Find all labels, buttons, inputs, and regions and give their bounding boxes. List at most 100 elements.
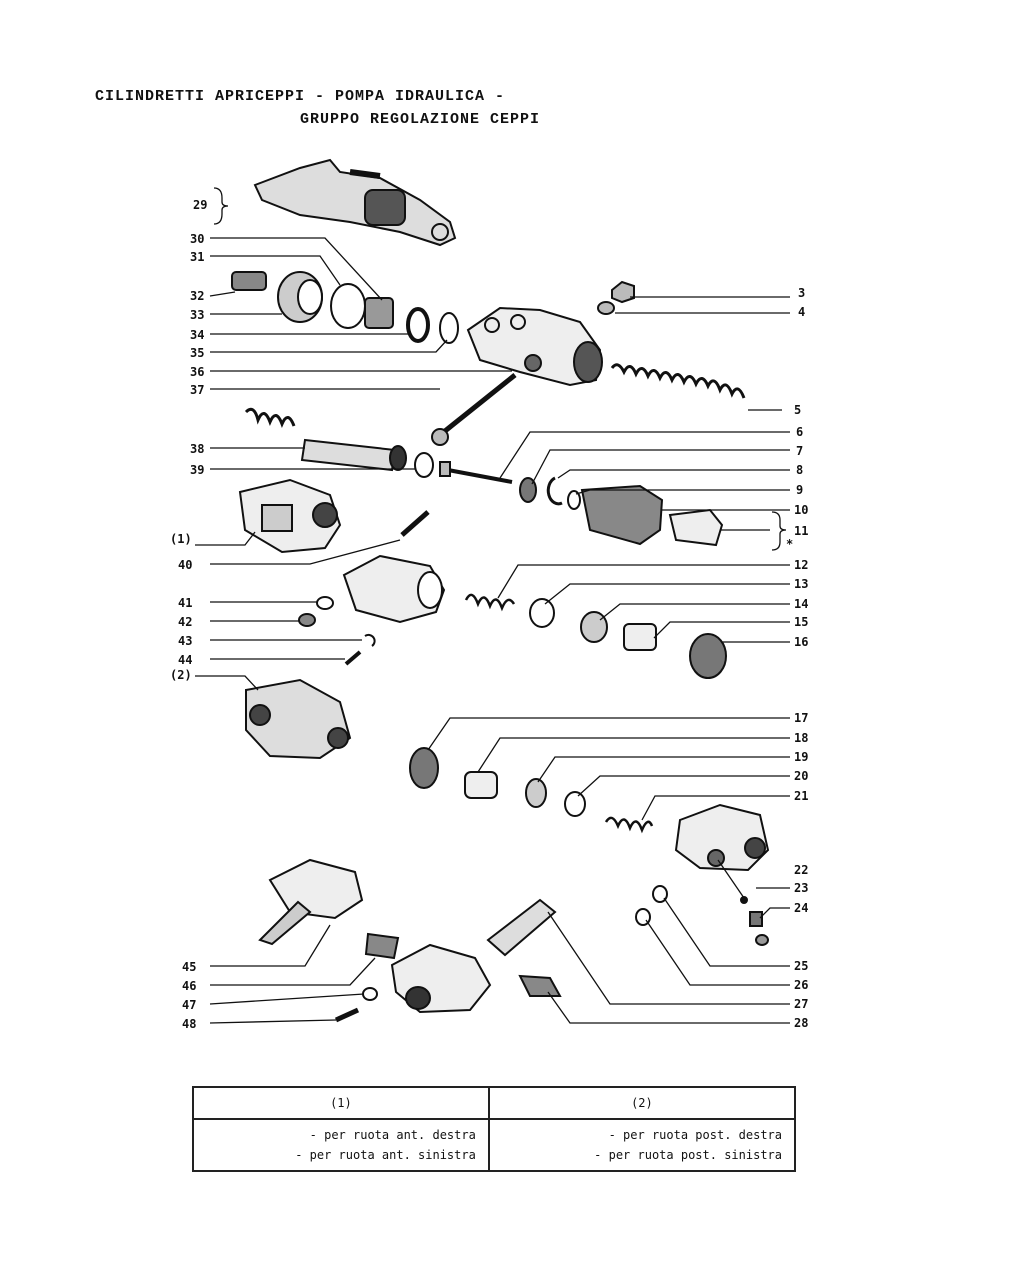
callout-39: 39: [190, 463, 204, 477]
part-12-spring: [464, 593, 516, 612]
callout-26: 26: [794, 978, 808, 992]
callout-48: 48: [182, 1017, 196, 1031]
adjuster-bracket: [390, 943, 492, 1014]
part-44-screw: [344, 650, 362, 666]
part-9-ring: [567, 490, 581, 510]
callout-star: *: [786, 537, 793, 551]
callout-11: 11: [794, 524, 808, 538]
callout-46: 46: [182, 979, 196, 993]
callout-24: 24: [794, 901, 808, 915]
part-35-ring: [439, 312, 459, 344]
callout-14: 14: [794, 597, 808, 611]
callout-22: 22: [794, 863, 808, 877]
part-28-shoe: [518, 974, 562, 997]
variant-legend-table: (1) (2) - per ruota ant. destra - per ru…: [192, 1086, 797, 1172]
callout-leader-lines: [195, 187, 790, 1024]
callout-35: 35: [190, 346, 204, 360]
callout-33: 33: [190, 308, 204, 322]
callout-8: 8: [796, 463, 803, 477]
part-47-washer: [362, 987, 378, 1001]
part-48-screw: [334, 1007, 360, 1023]
part-18-piston: [464, 771, 498, 799]
callout-15: 15: [794, 615, 808, 629]
part-29-pump-assembly: [253, 158, 457, 247]
part-25-washer: [652, 885, 668, 903]
callout-32: 32: [190, 289, 204, 303]
part-27-cam-bolt: [486, 898, 557, 957]
legend-front-right: - per ruota ant. destra: [309, 1128, 476, 1142]
part-10-boot: [580, 484, 664, 546]
callout-13: 13: [794, 577, 808, 591]
callout-1-paren: (1): [170, 532, 192, 546]
legend-rear-right: - per ruota post. destra: [608, 1128, 782, 1142]
callout-30: 30: [190, 232, 204, 246]
part-16-dust-cover: [689, 633, 727, 679]
diagram-title-line-1: CILINDRETTI APRICEPPI - POMPA IDRAULICA …: [95, 88, 506, 105]
part-38-spring: [244, 407, 296, 429]
part-33-plug: [277, 271, 323, 323]
callout-17: 17: [794, 711, 808, 725]
part-19-seal: [525, 778, 547, 808]
callout-36: 36: [190, 365, 204, 379]
part-26-washer: [635, 908, 651, 926]
part-40-bolt: [400, 510, 430, 537]
callout-40: 40: [178, 558, 192, 572]
callout-43: 43: [178, 634, 192, 648]
callout-5: 5: [794, 403, 801, 417]
callout-25: 25: [794, 959, 808, 973]
callout-10: 10: [794, 503, 808, 517]
part-21-spring: [604, 816, 654, 834]
callout-2-paren: (2): [170, 668, 192, 682]
callout-28: 28: [794, 1016, 808, 1030]
callout-20: 20: [794, 769, 808, 783]
part-43-clip: [364, 633, 376, 647]
part-34-seal: [406, 307, 430, 343]
legend-cell-front: - per ruota ant. destra - per ruota ant.…: [192, 1118, 490, 1172]
part-8-circlip: [546, 476, 563, 506]
legend-cell-rear: - per ruota post. destra - per ruota pos…: [487, 1118, 797, 1172]
callout-23: 23: [794, 881, 808, 895]
legend-rear-left: - per ruota post. sinistra: [594, 1148, 782, 1162]
wheel-cylinder-front: [238, 478, 342, 554]
diagram-title-line-2: GRUPPO REGOLAZIONE CEPPI: [300, 111, 541, 128]
part-14-seal: [580, 611, 608, 643]
part-42-nut: [298, 613, 316, 627]
pump-body: [466, 306, 603, 387]
part-4-washer: [597, 301, 615, 315]
callout-45: 45: [182, 960, 196, 974]
part-30-valve: [364, 297, 394, 329]
callout-27: 27: [794, 997, 808, 1011]
part-5-spring: [610, 363, 746, 399]
legend-header-1: (1): [192, 1086, 490, 1120]
callout-31: 31: [190, 250, 204, 264]
part-45-adjuster: [258, 858, 364, 946]
part-6-push-rod: [439, 461, 513, 484]
part-11-clevis: [668, 508, 724, 547]
callout-38: 38: [190, 442, 204, 456]
callout-47: 47: [182, 998, 196, 1012]
callout-34: 34: [190, 328, 204, 342]
wheel-cylinder-body: [342, 554, 446, 624]
part-38-sleeve: [300, 438, 397, 472]
part-24-cap: [755, 934, 769, 946]
callout-21: 21: [794, 789, 808, 803]
part-15-piston: [623, 623, 657, 651]
callout-37: 37: [190, 383, 204, 397]
legend-front-left: - per ruota ant. sinistra: [295, 1148, 476, 1162]
callout-9: 9: [796, 483, 803, 497]
exploded-parts-diagram: 29 30 31 32 33 34 35 36 37 38 39 (1) 40 …: [170, 158, 808, 1031]
callout-18: 18: [794, 731, 808, 745]
callout-4: 4: [798, 305, 805, 319]
callout-6: 6: [796, 425, 803, 439]
regulator-body: [674, 803, 770, 872]
callout-16: 16: [794, 635, 808, 649]
part-46-shim: [364, 932, 400, 960]
callout-42: 42: [178, 615, 192, 629]
callout-3: 3: [798, 286, 805, 300]
callout-7: 7: [796, 444, 803, 458]
legend-header-2: (2): [487, 1086, 797, 1120]
part-31-ring: [330, 283, 366, 329]
callout-labels: 29 30 31 32 33 34 35 36 37 38 39 (1) 40 …: [170, 198, 808, 1031]
part-23-bleeder: [749, 911, 763, 927]
part-32-bleeder-fitting: [231, 271, 267, 291]
